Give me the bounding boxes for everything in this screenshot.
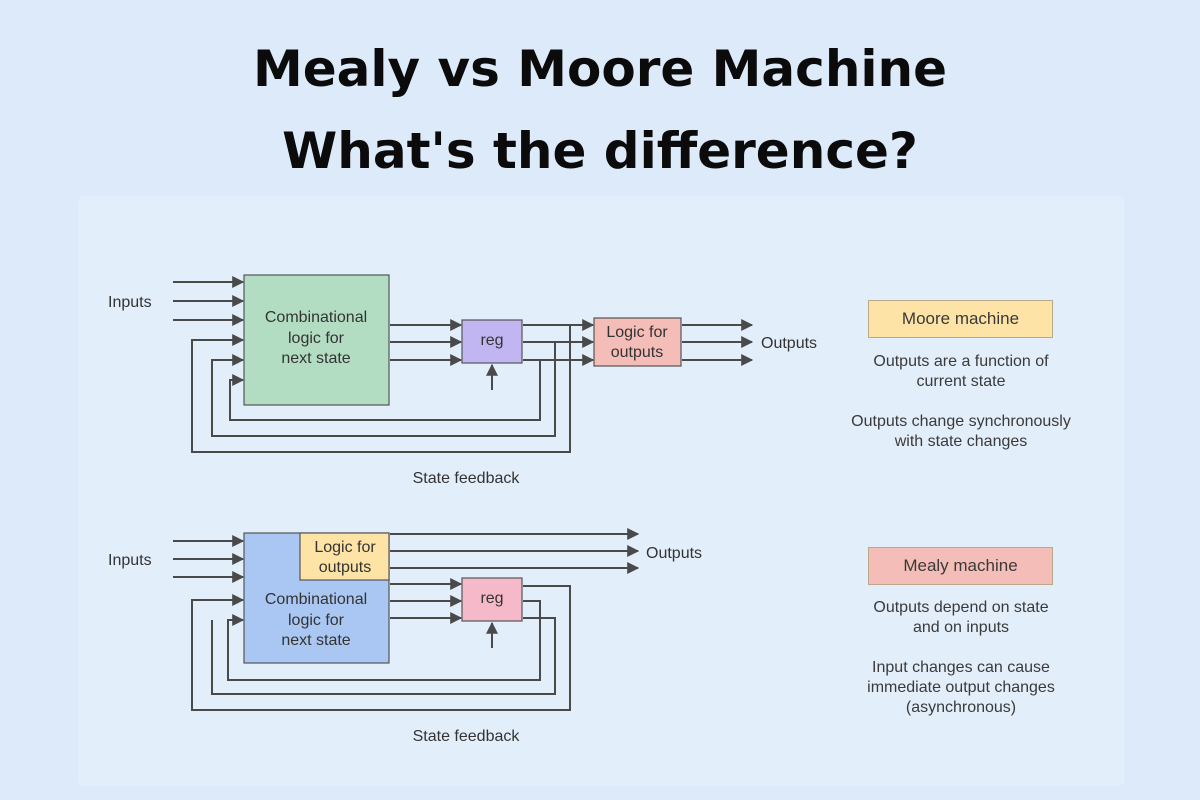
mealy-legend-desc-2-line: (asynchronous) [905,699,1017,716]
moore-feedback-wire [191,325,571,453]
moore-output-logic-label: Logic for [606,324,668,341]
mealy-legend-desc-1: Outputs depend on state and on inputs [811,598,1111,638]
moore-feedback-wire [229,360,541,421]
mealy-comb-logic-label: logic for [288,612,345,629]
mealy-legend-title-text: Mealy machine [903,556,1018,575]
moore-legend-desc-2-line: with state changes [894,433,1028,450]
mealy-comb-logic-label: next state [281,632,350,649]
moore-legend-desc-2: Outputs change synchronously with state … [811,412,1111,452]
moore-diagram: Inputs Combinational logic for next stat… [108,274,817,487]
page-title-line-2: What's the difference? [282,122,918,180]
mealy-diagram: Inputs Combinational logic for next stat… [108,528,702,745]
mealy-output-logic-box [299,532,390,581]
moore-legend-desc-1-line: current state [916,373,1006,390]
mealy-feedback-wire [211,617,556,695]
mealy-reg-box [461,577,523,622]
moore-legend-title-text: Moore machine [901,309,1020,328]
mealy-legend-desc-1-line: Outputs depend on state [873,599,1049,616]
moore-output-logic-box [593,317,682,367]
mealy-feedback-wire [191,585,571,711]
mealy-legend-desc-1-line: and on inputs [912,619,1010,636]
mealy-output-logic-label: outputs [319,559,371,576]
moore-legend-title: Moore machine [868,300,1053,338]
moore-legend-desc-2-line: Outputs change synchronously [851,413,1071,430]
mealy-legend-desc-2-line: Input changes can cause [872,659,1050,676]
moore-inputs-label: Inputs [108,294,152,311]
moore-comb-logic-box [243,274,390,406]
page-title-line-1: Mealy vs Moore Machine [252,40,948,98]
mealy-reg-label: reg [480,590,503,607]
moore-comb-logic-label: logic for [288,330,345,347]
moore-legend-desc-1-line: Outputs are a function of [873,353,1049,370]
mealy-feedback-label: State feedback [413,728,521,745]
mealy-legend-title: Mealy machine [868,547,1053,585]
moore-comb-logic-label: Combinational [265,309,367,326]
mealy-output-logic-label: Logic for [314,539,376,556]
moore-comb-logic-label: next state [281,350,350,367]
mealy-inputs-label: Inputs [108,552,152,569]
moore-feedback-wire [211,342,556,437]
mealy-feedback-wire [227,600,541,681]
moore-legend-desc-1: Outputs are a function of current state [811,352,1111,392]
mealy-outputs-label: Outputs [646,545,702,562]
moore-reg-label: reg [480,332,503,349]
mealy-legend-desc-2: Input changes can cause immediate output… [811,658,1111,718]
mealy-legend-desc-2-line: immediate output changes [867,679,1055,696]
mealy-comb-logic-label: Combinational [265,591,367,608]
moore-outputs-label: Outputs [761,335,817,352]
moore-feedback-label: State feedback [413,470,521,487]
moore-output-logic-label: outputs [611,344,663,361]
moore-reg-box [461,319,523,364]
